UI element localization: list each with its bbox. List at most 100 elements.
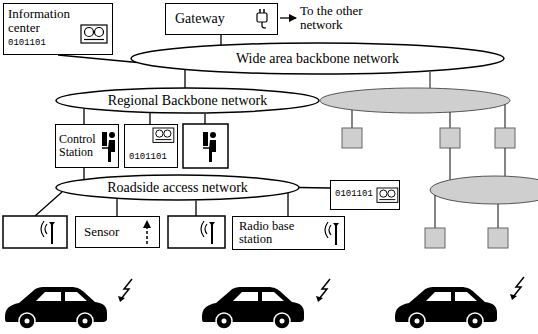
other-network [342,128,362,148]
car [77,313,93,329]
tape-drive-icon [81,25,107,43]
other-network [320,72,538,248]
antenna-icon [325,222,339,245]
other-network [497,204,498,228]
operator-box [203,132,208,146]
radio-bolt [121,279,132,299]
tape-drive-icon [95,28,104,37]
network-link [58,55,137,63]
ellipse-outline [131,43,504,74]
car [467,313,483,329]
network-link [35,114,205,216]
radio-bolt [118,279,132,302]
car [233,292,258,301]
operator-box [203,132,216,162]
antenna-box [209,222,215,226]
radio-bolt [513,277,524,297]
antenna-box [45,224,47,234]
network-link [299,187,330,189]
car [19,313,35,329]
other-network [495,128,515,148]
other-network [440,128,460,148]
car [395,287,497,329]
operator-icon [102,132,115,162]
tape-drive-icon [380,190,387,197]
other-network [430,176,538,204]
antenna-icon [329,225,331,235]
tape-drive-icon [81,25,107,43]
car [36,292,61,301]
antenna-box [168,216,225,248]
antenna-box [51,224,53,244]
other-network [320,88,510,113]
antenna-box [168,216,225,248]
radio-bolt [510,294,517,300]
other-network [504,105,505,129]
car [473,319,478,324]
car [274,313,290,329]
tape-drive-icon [153,128,174,142]
sensor-icon [143,220,151,244]
node-label: Regional Backbone network [108,93,267,108]
node-label: Radio base station [239,220,313,246]
ellipse-outline [56,88,319,113]
node-label: Roadside access network [107,180,248,195]
antenna-box [201,221,204,237]
car [409,313,425,329]
network-link [83,108,84,124]
node-label: Control Station [59,133,100,159]
node-label: 0101101 [129,153,167,163]
other-network [449,112,450,128]
node-label: Gateway [175,11,225,26]
ellipse-outline [56,175,299,200]
tape-drive-icon [379,199,395,200]
car [280,319,285,324]
radio-bolt [316,296,323,302]
node-label: Wide area backbone network [236,51,399,66]
network-link [83,168,84,180]
node-label: 0101101 [335,190,373,200]
node-label: Information center [8,7,78,36]
operator-box [210,132,216,138]
operator-icon [109,132,115,138]
car [262,292,284,301]
tape-drive-icon [85,28,94,37]
access-network-ellipse: Roadside access network [55,174,300,201]
car [426,292,451,301]
car [455,292,477,301]
network-link [195,201,196,217]
network-link [35,192,62,216]
car [5,287,107,329]
backbone-ellipse: Wide area backbone network [130,42,505,75]
network-link [116,198,117,216]
car [83,319,88,324]
antenna-icon [333,223,339,227]
car [25,319,30,324]
antenna-box [3,216,67,248]
operator-icon [102,132,107,146]
other-network [425,228,445,248]
plug-icon [262,22,266,28]
antenna-box [211,224,213,244]
other-network [351,110,352,128]
other-network [504,148,505,177]
other-network [429,72,430,88]
antenna-box [41,221,44,237]
tape-drive-icon [153,128,174,142]
operator-box [209,140,216,162]
operator-icon [108,140,115,162]
car [65,292,87,301]
antenna-box [201,221,215,244]
sensor-icon [143,220,151,228]
car [415,319,420,324]
tape-drive-icon [155,139,171,140]
tape-drive-icon [377,188,398,202]
network-link [220,35,221,45]
car [216,313,232,329]
antenna-box [41,221,55,244]
tape-drive-icon [377,188,398,202]
radio-bolt [118,296,125,302]
